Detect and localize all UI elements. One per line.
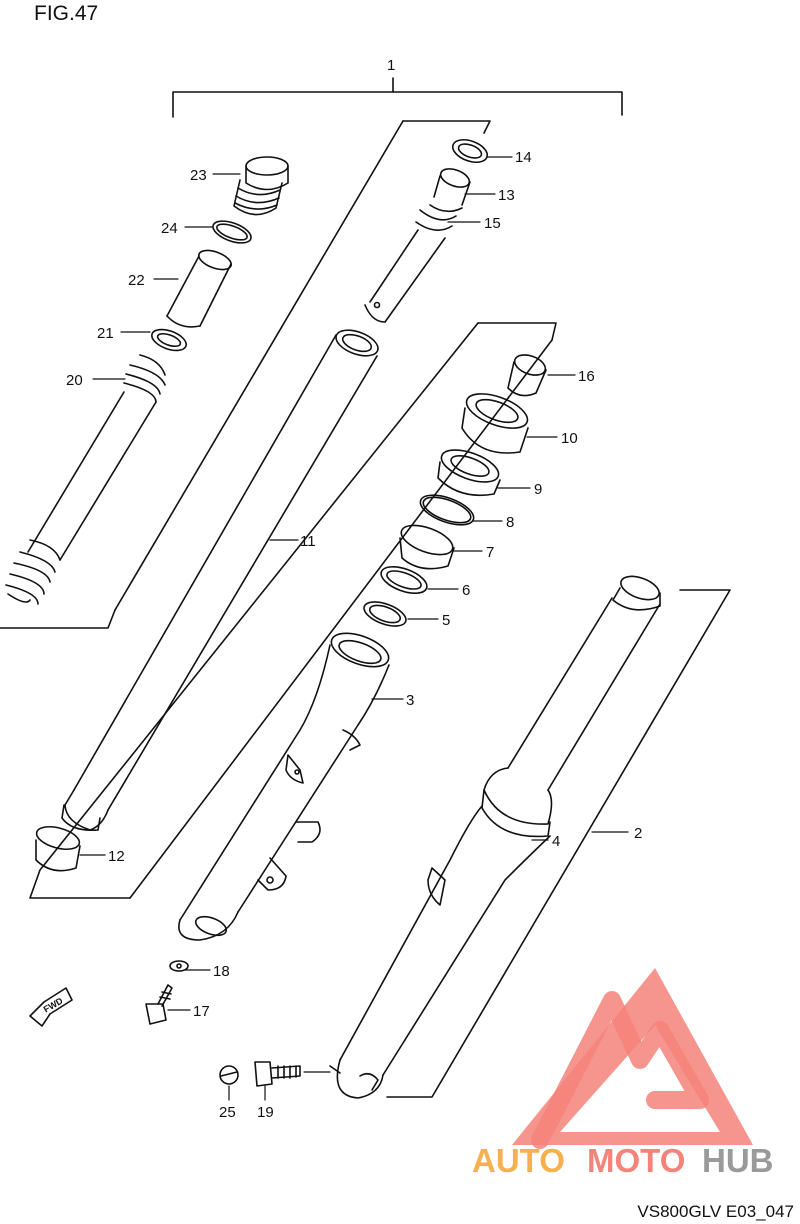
washer-7 [399, 524, 455, 570]
ring-6 [380, 566, 428, 594]
bush-12 [35, 825, 81, 872]
outer-tube-4 [329, 767, 553, 1099]
part-label-13: 13 [498, 187, 515, 204]
part-label-4: 4 [552, 833, 560, 850]
part-label-16: 16 [578, 368, 595, 385]
part-label-3: 3 [406, 692, 414, 709]
part-label-17: 17 [193, 1003, 210, 1020]
ring-14 [451, 138, 489, 164]
oil-seal-9 [437, 449, 501, 497]
clip-8 [419, 494, 475, 526]
o-ring-24 [212, 220, 252, 244]
watermark-text-moto: MOTO [587, 1142, 685, 1179]
cap-25 [219, 1065, 239, 1085]
automotohub-watermark-logo: AUTO MOTO HUB [472, 968, 774, 1179]
part-label-2: 2 [634, 825, 642, 842]
drawing-code: VS800GLV E03_047 [637, 1202, 794, 1221]
figure-title: FIG.47 [34, 2, 99, 25]
group-outline-inner-tube [29, 322, 557, 899]
bush-16 [507, 354, 547, 397]
part-label-9: 9 [534, 481, 542, 498]
watermark-text-auto: AUTO [472, 1142, 565, 1179]
watermark-text-hub: HUB [702, 1142, 774, 1179]
part-label-5: 5 [442, 612, 450, 629]
part-label-10: 10 [561, 430, 578, 447]
part-label-21: 21 [97, 325, 114, 342]
dust-seal-10 [461, 393, 529, 454]
part-label-25: 25 [219, 1104, 236, 1121]
part-label-20: 20 [66, 372, 83, 389]
outer-tube-3 [178, 632, 390, 941]
leader-lines [79, 156, 629, 1101]
part-label-23: 23 [190, 167, 207, 184]
group-outline-left [0, 120, 491, 629]
part-label-14: 14 [515, 149, 532, 166]
bush-5 [363, 601, 407, 627]
damper-rod-13 [364, 168, 471, 323]
part-label-24: 24 [161, 220, 178, 237]
bolt-19 [254, 1061, 301, 1087]
part-label-7: 7 [486, 544, 494, 561]
bolt-17 [145, 984, 173, 1025]
spring-20 [5, 354, 166, 605]
part-label-15: 15 [484, 215, 501, 232]
part-label-1: 1 [387, 57, 395, 74]
spacer-22 [166, 249, 233, 328]
cap-bolt-23 [233, 156, 289, 216]
part-label-19: 19 [257, 1104, 274, 1121]
gasket-18 [169, 960, 189, 972]
watermark-m-stroke [531, 991, 709, 1149]
inner-tube-11 [61, 329, 379, 832]
part-label-22: 22 [128, 272, 145, 289]
group-outline-right-leg [386, 589, 731, 1098]
part-label-11: 11 [300, 533, 316, 550]
part-labels: 1 23 24 22 21 20 14 13 15 16 10 9 8 7 6 … [66, 57, 642, 1121]
forward-direction-arrow: FWD [29, 987, 73, 1027]
fork-leg-2 [507, 575, 661, 791]
washer-21 [151, 328, 187, 352]
part-label-18: 18 [213, 963, 230, 980]
part-label-8: 8 [506, 514, 514, 531]
part-label-12: 12 [108, 848, 125, 865]
part-label-6: 6 [462, 582, 470, 599]
assembly-bracket-1 [172, 77, 623, 118]
